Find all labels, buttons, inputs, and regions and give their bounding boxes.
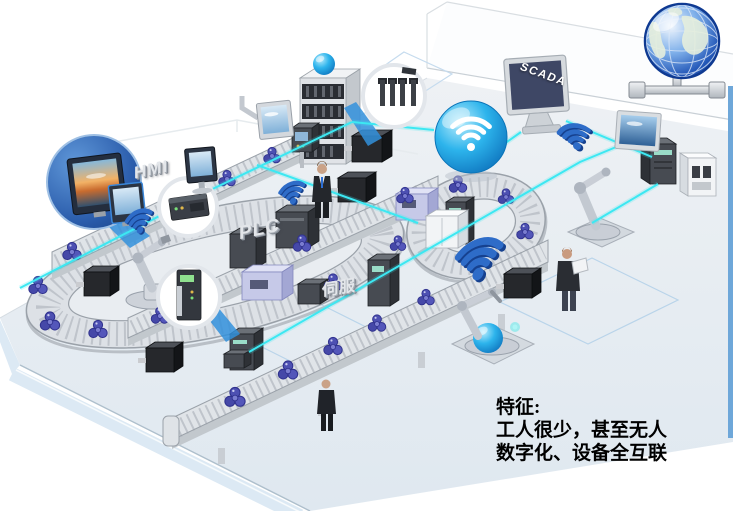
robot-arm-3	[450, 288, 536, 365]
line-monitor-1	[184, 146, 218, 195]
tools-callout	[361, 63, 427, 129]
cabinet-b	[228, 227, 268, 269]
caption-line2: 数字化、设备全互联	[496, 443, 668, 464]
wall-shelf-unit	[678, 152, 718, 197]
wifi-sphere-icon	[434, 100, 508, 182]
plc-controller-callout	[157, 176, 219, 238]
caption-line1: 工人很少，甚至无人	[496, 420, 668, 441]
panel-pole	[300, 152, 304, 168]
line-monitor-2	[239, 96, 295, 140]
globe-network-icon	[628, 2, 726, 99]
motor-5	[496, 267, 543, 299]
worker-3-with-tablet	[556, 247, 589, 311]
scada-monitor	[503, 54, 570, 135]
hmi-panel-box	[290, 122, 321, 153]
caption-heading: 特征:	[496, 397, 541, 418]
cabinet-a	[274, 204, 321, 249]
connection-lines	[18, 118, 660, 355]
rack-sphere-icon	[313, 53, 335, 75]
worker-2	[317, 379, 336, 431]
cnc-machine	[240, 264, 295, 301]
caption-block: 特征: 工人很少，甚至无人 数字化、设备全互联	[496, 396, 667, 465]
conveyor-line-bottom	[162, 239, 549, 464]
wall-monitor	[614, 110, 662, 152]
bottom-box	[222, 349, 253, 369]
robot-arm-2	[566, 167, 636, 248]
motor-3	[76, 265, 121, 297]
servo-drive-callout	[156, 264, 222, 330]
control-tower-1	[366, 253, 401, 307]
motor-4	[138, 341, 185, 373]
small-box	[296, 278, 330, 305]
worker-1	[312, 161, 332, 218]
right-accent-strip	[728, 86, 733, 438]
